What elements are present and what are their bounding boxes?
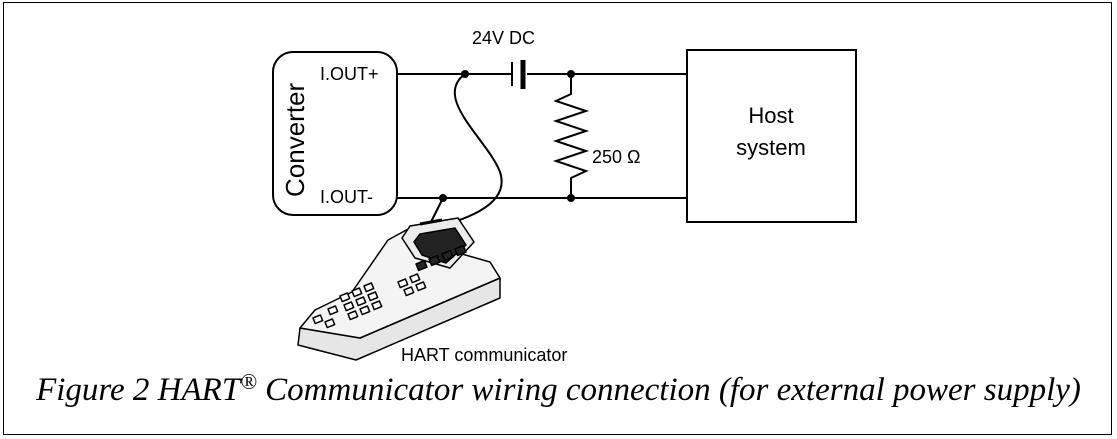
communicator-label: HART communicator [401,345,567,365]
terminal-plus-label: I.OUT+ [320,64,379,84]
resistor-label: 250 Ω [592,147,641,167]
communicator-lead-plus [431,73,503,229]
caption-prefix: Figure 2 HART [36,372,241,408]
converter-label: Converter [280,83,310,197]
caption-suffix: Communicator wiring connection (for exte… [256,372,1081,408]
converter-block [272,51,398,216]
supply-label: 24V DC [472,28,535,48]
host-label-line2: system [736,135,806,160]
host-system-block [686,49,857,223]
resistor-symbol [552,74,590,198]
hart-communicator-device [297,217,501,361]
figure-caption: Figure 2 HART® Communicator wiring conne… [0,369,1117,409]
caption-registered-mark: ® [240,369,257,394]
terminal-minus-label: I.OUT- [320,187,373,207]
figure-frame [3,2,1112,435]
host-label-line1: Host [748,103,793,128]
